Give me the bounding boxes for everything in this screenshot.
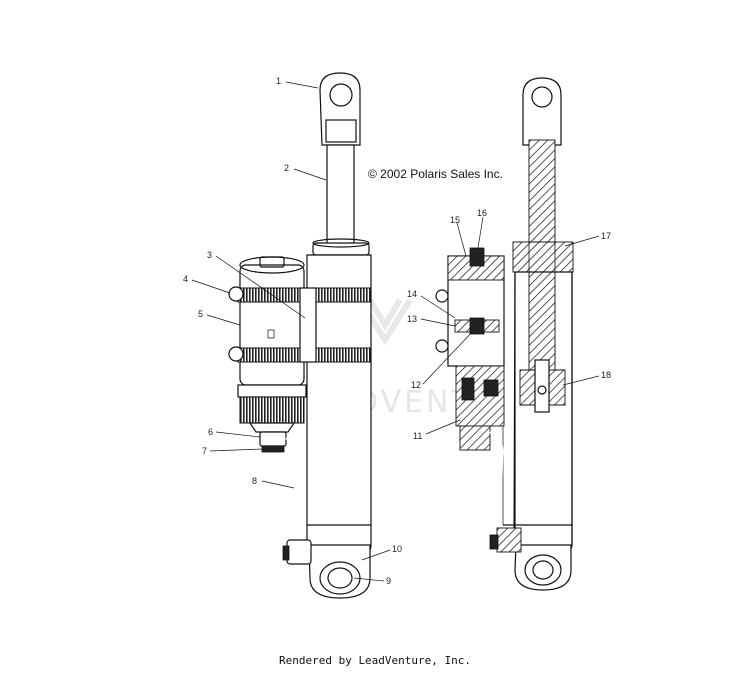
callout-7: 7 [202,446,207,456]
callout-4: 4 [183,274,188,284]
leader-lines [191,81,600,582]
callout-2: 2 [284,163,289,173]
callout-15: 15 [450,215,460,225]
shock-exterior-view [228,72,372,599]
callout-labels: 1 2 3 4 5 6 7 8 9 10 11 12 13 14 15 16 1… [183,76,611,586]
callout-13: 13 [407,314,417,324]
callout-3: 3 [207,250,212,260]
callout-11: 11 [413,431,422,441]
callout-6: 6 [208,427,213,437]
callout-16: 16 [477,208,487,218]
footer-credit: Rendered by LeadVenture, Inc. [278,654,472,667]
callout-5: 5 [198,309,203,319]
callout-17: 17 [601,231,611,241]
callout-12: 12 [411,380,421,390]
callout-14: 14 [407,289,417,299]
callout-10: 10 [392,544,402,554]
callout-18: 18 [601,370,611,380]
copyright-notice: © 2002 Polaris Sales Inc. [368,167,503,181]
callout-9: 9 [386,576,391,586]
callout-1: 1 [276,76,281,86]
shock-cutaway-view [435,77,574,591]
callout-8: 8 [252,476,257,486]
